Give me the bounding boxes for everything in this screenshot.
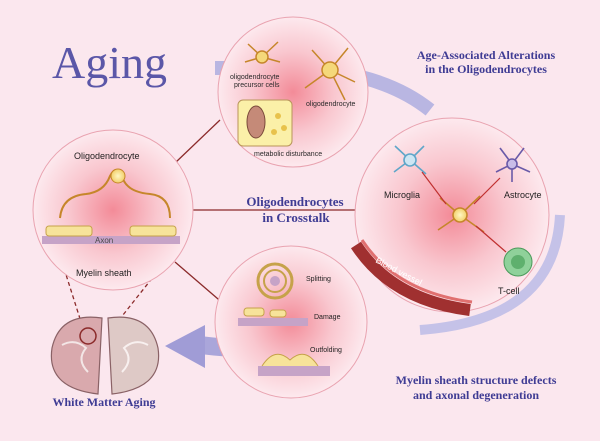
heading-myelin-defects-2: and axonal degeneration bbox=[413, 388, 539, 402]
top-circle: oligodendrocyte precursor cells oligoden… bbox=[217, 16, 369, 168]
splitting-myelin-inner bbox=[263, 269, 287, 293]
astrocyte-icon bbox=[495, 147, 531, 182]
granule-icon bbox=[281, 125, 287, 131]
opc-label-2: precursor cells bbox=[234, 82, 280, 89]
blood-vessel-lumen bbox=[360, 239, 473, 304]
outfolding-label: Outfolding bbox=[310, 347, 342, 354]
blood-vessel-icon bbox=[350, 241, 471, 316]
brain-white-matter-left bbox=[61, 341, 89, 373]
damage-label: Damage bbox=[314, 314, 341, 321]
heading-crosstalk-2: in Crosstalk bbox=[262, 210, 330, 225]
arrow-band-right bbox=[419, 214, 565, 335]
tcell-label: T-cell bbox=[498, 286, 520, 296]
right-circle: Microglia Astrocyte Blood vessel T-cell bbox=[350, 117, 550, 316]
opc-cell-icon bbox=[244, 41, 281, 64]
brain-focus-circle bbox=[79, 327, 97, 345]
connector-lines bbox=[61, 119, 358, 326]
arrow-head bbox=[165, 325, 205, 368]
mitochondria-icon bbox=[246, 105, 266, 139]
myelin-label: Myelin sheath bbox=[76, 268, 132, 278]
tcell-nucleus-icon bbox=[511, 255, 525, 269]
oligodendrocyte-cell-icon bbox=[304, 47, 356, 101]
oligodendrocyte-soma-icon bbox=[110, 168, 126, 184]
opc-label-1: oligodendrocyte bbox=[230, 74, 280, 81]
axon-label: Axon bbox=[95, 236, 113, 245]
left-oligo-label: Oligodendrocyte bbox=[74, 151, 140, 161]
left-circle: Oligodendrocyte Axon Myelin sheath bbox=[32, 129, 194, 291]
connector-left-top bbox=[174, 119, 221, 164]
damage-myelin-2 bbox=[269, 309, 287, 318]
granule-icon bbox=[271, 129, 277, 135]
brain-icon bbox=[50, 316, 160, 395]
brain-right-hemisphere bbox=[107, 316, 160, 395]
heading-white-matter: White Matter Aging bbox=[52, 395, 155, 409]
granule-icon bbox=[275, 113, 281, 119]
splitting-axon bbox=[270, 276, 280, 286]
left-circle-bg bbox=[32, 129, 194, 291]
arrow-tcell bbox=[475, 225, 507, 253]
splitting-label: Splitting bbox=[306, 276, 331, 283]
title-aging: Aging bbox=[52, 37, 167, 88]
outfolding-axon bbox=[258, 366, 330, 376]
splitting-myelin-icon bbox=[256, 262, 294, 300]
damage-myelin-1 bbox=[243, 307, 265, 317]
outfolding-myelin-icon bbox=[261, 353, 319, 367]
heading-crosstalk-1: Oligodendrocytes bbox=[246, 194, 343, 209]
heading-age-associated-2: in the Oligodendrocytes bbox=[425, 62, 547, 76]
connector-left-bottom bbox=[174, 261, 226, 306]
brain-white-matter-right bbox=[121, 341, 149, 373]
arrow-microglia bbox=[421, 171, 447, 205]
oligodendrocyte-label: oligodendrocyte bbox=[306, 101, 356, 108]
myelin-segment-right bbox=[129, 225, 177, 237]
bottom-circle: Splitting Damage Outfolding bbox=[214, 245, 368, 399]
heading-myelin-defects-1: Myelin sheath structure defects bbox=[396, 373, 557, 387]
heading-age-associated-1: Age-Associated Alterations bbox=[417, 48, 556, 62]
axon-bar bbox=[42, 236, 180, 244]
metabolic-label: metabolic disturbance bbox=[254, 151, 322, 158]
brain-left-hemisphere bbox=[50, 316, 103, 395]
microglia-icon bbox=[393, 145, 427, 175]
damage-axon bbox=[238, 318, 308, 326]
arrow-astrocyte bbox=[473, 177, 501, 205]
microglia-label: Microglia bbox=[384, 190, 420, 200]
myelin-segment-left bbox=[45, 225, 93, 237]
astrocyte-label: Astrocyte bbox=[504, 190, 542, 200]
